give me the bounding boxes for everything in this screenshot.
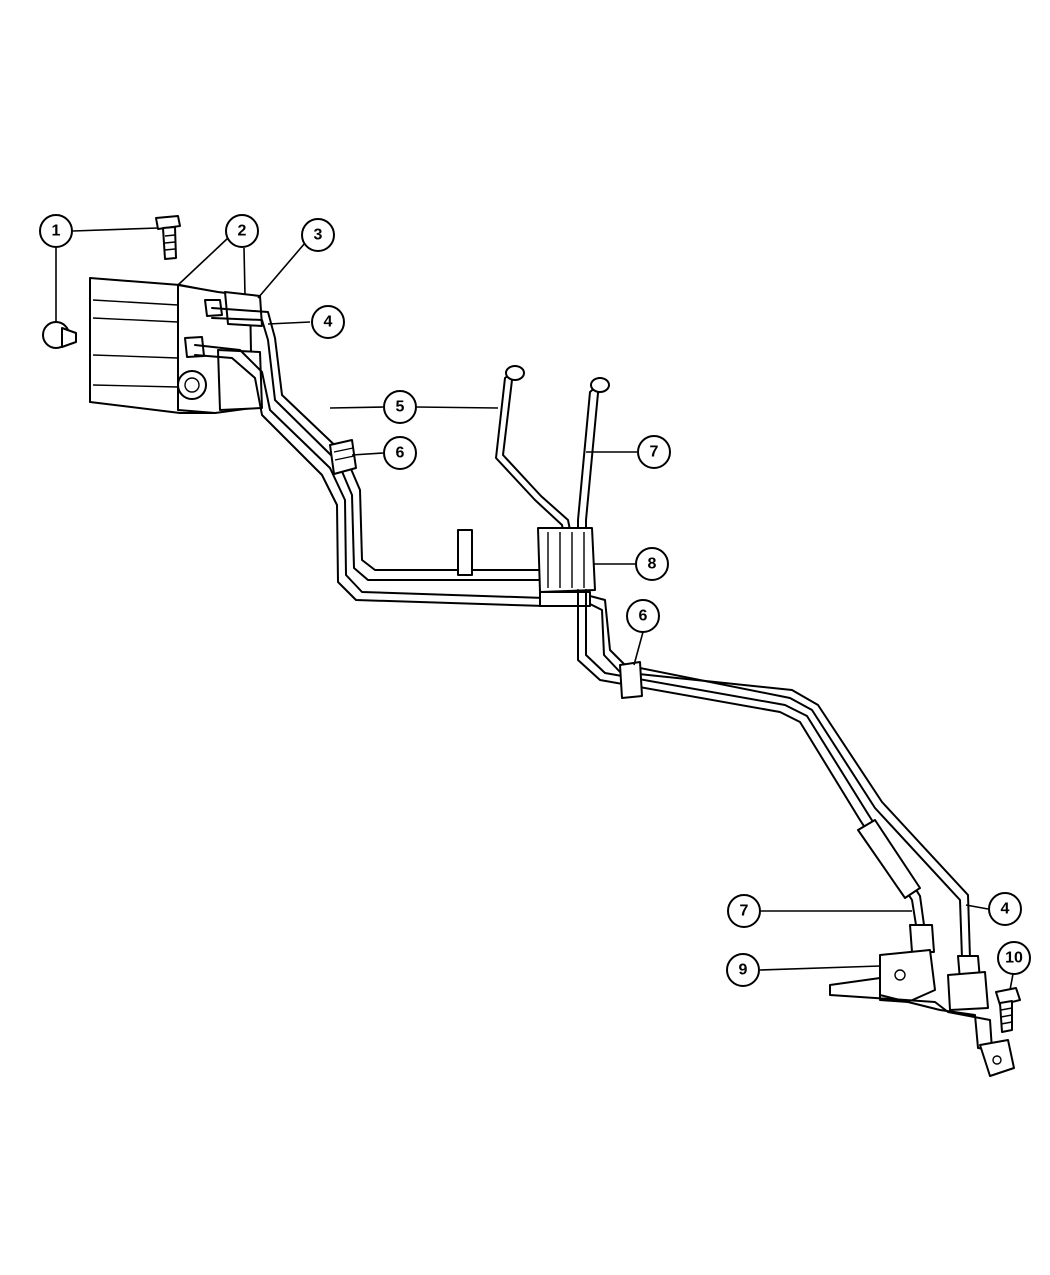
callout-6-upper: 6	[383, 436, 417, 470]
callout-label: 8	[648, 556, 657, 573]
valve-item-9	[829, 949, 1015, 1077]
brake-tube-item-5	[495, 365, 573, 541]
callout-4-lower: 4	[988, 892, 1022, 926]
callout-label: 1	[52, 223, 61, 240]
callout-label: 7	[650, 444, 659, 461]
callout-label: 4	[1001, 901, 1010, 918]
callout-label: 7	[740, 903, 749, 920]
callout-label: 6	[639, 608, 648, 625]
callout-7-lower: 7	[727, 894, 761, 928]
clip-item-6-upper	[329, 439, 357, 475]
callout-4-upper: 4	[311, 305, 345, 339]
bolt-item-1-top	[155, 215, 181, 260]
brake-tube-item-7-upper	[577, 377, 610, 541]
callout-label: 5	[396, 399, 405, 416]
callout-9: 9	[726, 953, 760, 987]
callout-label: 9	[739, 962, 748, 979]
callout-10: 10	[997, 941, 1031, 975]
callout-label: 3	[314, 227, 323, 244]
bolt-item-10	[995, 987, 1021, 1033]
leader-lines	[55, 227, 1014, 991]
grommet-item-1	[42, 321, 77, 349]
clip-item-6-lower	[619, 661, 643, 699]
callout-label: 6	[396, 445, 405, 462]
brake-tubes-lower	[577, 589, 971, 959]
callout-label: 10	[1005, 950, 1023, 967]
callout-5: 5	[383, 390, 417, 424]
abs-module	[89, 277, 263, 414]
callout-label: 4	[324, 314, 333, 331]
fitting-item-7-lower	[909, 924, 935, 953]
callout-7-upper: 7	[637, 435, 671, 469]
support-bracket	[457, 529, 473, 576]
callout-2: 2	[225, 214, 259, 248]
callout-1: 1	[39, 214, 73, 248]
tube-sleeve	[857, 819, 921, 899]
callout-8: 8	[635, 547, 669, 581]
callout-label: 2	[238, 223, 247, 240]
callout-3: 3	[301, 218, 335, 252]
callout-6-lower: 6	[626, 599, 660, 633]
